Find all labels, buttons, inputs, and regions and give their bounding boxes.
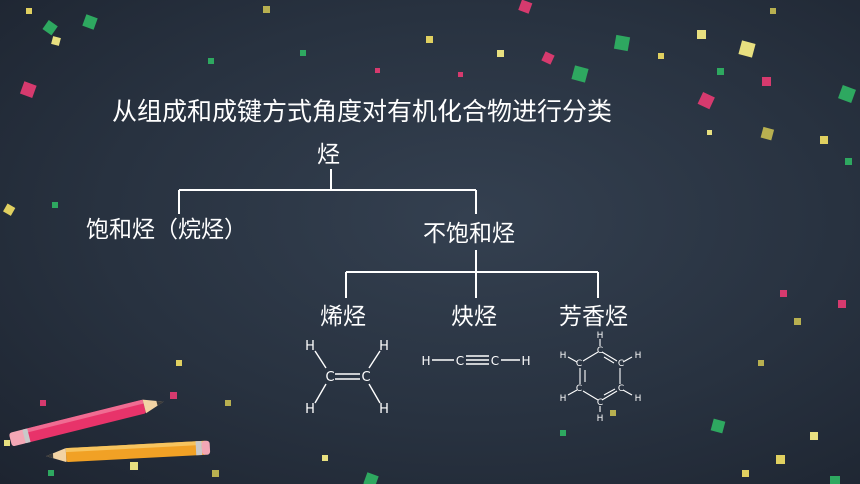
atom-label: C bbox=[491, 354, 499, 368]
node-aromatic-hydrocarbon: 芳香烃 bbox=[559, 304, 628, 330]
benzene-structure: H H H H H H C C C C C C bbox=[560, 331, 642, 424]
atom-label: H bbox=[560, 394, 567, 404]
atom-label: H bbox=[305, 402, 315, 417]
confetti-decoration bbox=[3, 0, 856, 484]
ethylene-structure: H H H H C C bbox=[305, 339, 389, 417]
atom-label: C bbox=[597, 398, 603, 408]
slide-title: 从组成和成键方式角度对有机化合物进行分类 bbox=[112, 97, 613, 126]
atom-label: C bbox=[597, 346, 603, 356]
atom-label: C bbox=[618, 384, 624, 394]
acetylene-structure: H C C H bbox=[421, 354, 530, 368]
atom-label: C bbox=[618, 359, 624, 369]
atom-label: H bbox=[421, 354, 430, 368]
atom-label: H bbox=[635, 351, 642, 361]
atom-label: C bbox=[325, 370, 334, 385]
node-alkene: 烯烃 bbox=[320, 304, 366, 330]
node-hydrocarbon: 烃 bbox=[317, 142, 340, 168]
atom-label: H bbox=[521, 354, 530, 368]
atom-label: H bbox=[597, 331, 604, 341]
atom-label: H bbox=[305, 339, 315, 354]
atom-label: C bbox=[576, 359, 582, 369]
atom-label: C bbox=[576, 384, 582, 394]
atom-label: H bbox=[379, 402, 389, 417]
node-unsaturated-hydrocarbon: 不饱和烃 bbox=[423, 221, 515, 247]
node-saturated-hydrocarbon: 饱和烃（烷烃） bbox=[86, 217, 247, 243]
pencil-icon bbox=[9, 399, 164, 446]
atom-label: C bbox=[361, 370, 370, 385]
atom-label: H bbox=[379, 339, 389, 354]
pencil-icon bbox=[46, 440, 211, 463]
atom-label: C bbox=[456, 354, 464, 368]
atom-label: H bbox=[635, 394, 642, 404]
atom-label: H bbox=[597, 414, 604, 424]
node-alkyne: 炔烃 bbox=[451, 304, 497, 330]
atom-label: H bbox=[560, 351, 567, 361]
